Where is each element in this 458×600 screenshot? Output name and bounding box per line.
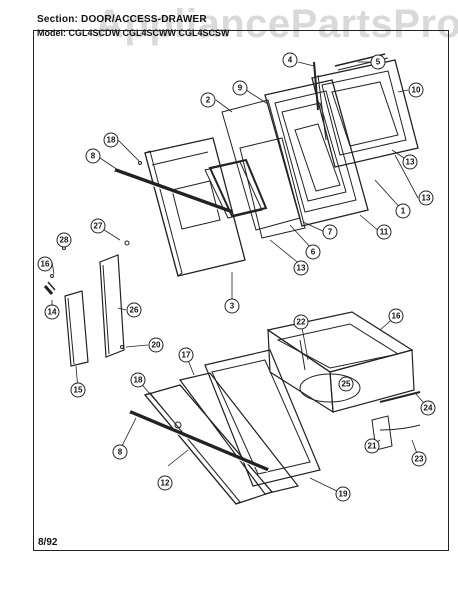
callout-18-upper: 18 (103, 132, 119, 148)
section-title: Section: DOOR/ACCESS-DRAWER (37, 14, 207, 25)
svg-text:6: 6 (311, 248, 316, 257)
model-list: Model: CGL4SCDW CGL4SCWW CGL4SCSW (37, 28, 230, 38)
svg-text:22: 22 (297, 318, 306, 327)
callout-23: 23 (411, 451, 427, 467)
callout-17: 17 (178, 347, 194, 363)
screw-27 (124, 240, 130, 246)
revision-date: 8/92 (38, 537, 58, 548)
svg-text:13: 13 (422, 194, 431, 203)
callout-9: 9 (232, 80, 248, 96)
svg-text:9: 9 (238, 84, 243, 93)
diagram-frame (33, 30, 449, 551)
svg-text:8: 8 (91, 152, 96, 161)
svg-text:8: 8 (118, 448, 123, 457)
outer-door-panel (144, 137, 246, 277)
svg-text:4: 4 (288, 56, 293, 65)
callout-27: 27 (90, 218, 106, 234)
svg-text:21: 21 (368, 442, 377, 451)
svg-text:16: 16 (41, 260, 50, 269)
callout-13-top: 13 (402, 154, 418, 170)
callout-4: 4 (282, 52, 298, 68)
screw-18-lower (174, 421, 182, 429)
callout-12: 12 (157, 475, 173, 491)
callout-1: 1 (395, 203, 411, 219)
svg-text:14: 14 (48, 308, 57, 317)
svg-text:25: 25 (342, 380, 351, 389)
svg-text:16: 16 (392, 312, 401, 321)
svg-text:24: 24 (424, 404, 433, 413)
callout-16-right: 16 (388, 308, 404, 324)
svg-text:11: 11 (380, 228, 389, 237)
callout-14: 14 (44, 304, 60, 320)
callout-8-lower: 8 (112, 444, 128, 460)
side-trim-right (99, 254, 125, 358)
callout-10: 10 (408, 82, 424, 98)
svg-text:7: 7 (328, 228, 333, 237)
callout-25: 25 (338, 376, 354, 392)
leader-lines (51, 61, 429, 495)
callout-16-left: 16 (37, 256, 53, 272)
callout-21: 21 (364, 438, 380, 454)
drawer-handle (129, 410, 269, 473)
svg-text:3: 3 (230, 302, 235, 311)
callout-2: 2 (200, 92, 216, 108)
svg-text:10: 10 (412, 86, 421, 95)
callout-6: 6 (305, 244, 321, 260)
svg-text:23: 23 (415, 455, 424, 464)
svg-text:1: 1 (401, 207, 406, 216)
window-glass (204, 99, 306, 239)
callout-28: 28 (56, 232, 72, 248)
callout-3: 3 (224, 298, 240, 314)
callout-11: 11 (376, 224, 392, 240)
screw-20 (120, 345, 124, 349)
callout-18-lower: 18 (130, 372, 146, 388)
callout-20: 20 (148, 337, 164, 353)
drawer-body (266, 311, 415, 414)
svg-text:27: 27 (94, 222, 103, 231)
drawer-outer-panel (143, 384, 274, 505)
svg-text:12: 12 (161, 479, 170, 488)
callout-8-upper: 8 (85, 148, 101, 164)
drawer-front-panel (204, 349, 321, 487)
side-trim-left (64, 290, 89, 367)
callout-13-right: 13 (418, 190, 434, 206)
svg-text:15: 15 (74, 386, 83, 395)
callout-15: 15 (70, 382, 86, 398)
svg-text:28: 28 (60, 236, 69, 245)
callout-19: 19 (335, 486, 351, 502)
callout-26: 26 (126, 302, 142, 318)
callout-13-left: 13 (293, 260, 309, 276)
back-door-frame (311, 59, 419, 168)
svg-text:5: 5 (376, 58, 381, 67)
callout-22: 22 (293, 314, 309, 330)
svg-text:18: 18 (134, 376, 143, 385)
callout-7: 7 (322, 224, 338, 240)
callout-24: 24 (420, 400, 436, 416)
svg-text:17: 17 (182, 351, 191, 360)
callout-5: 5 (370, 54, 386, 70)
svg-text:19: 19 (339, 490, 348, 499)
inner-door-liner (264, 79, 369, 227)
screw-16-left (50, 274, 54, 278)
drawer-slide (341, 377, 421, 451)
svg-text:20: 20 (152, 341, 161, 350)
svg-text:18: 18 (107, 136, 116, 145)
svg-text:2: 2 (206, 96, 211, 105)
svg-text:13: 13 (297, 264, 306, 273)
door-handle (114, 168, 233, 215)
svg-text:13: 13 (406, 158, 415, 167)
svg-text:26: 26 (130, 306, 139, 315)
drawer-face (178, 372, 300, 495)
trim-clip (43, 281, 56, 295)
